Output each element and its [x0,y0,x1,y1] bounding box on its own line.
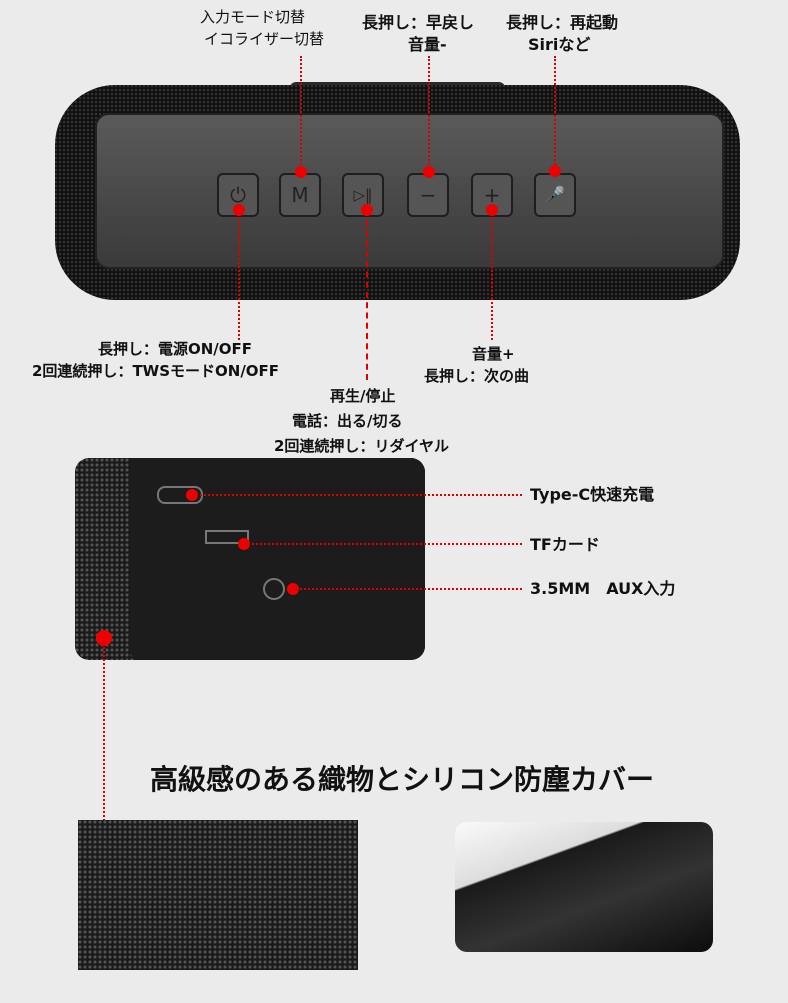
line-siri [554,56,556,172]
label-voldown-1: 長押し：早戻し [362,13,475,32]
label-play-1: 再生/停止 [330,387,396,405]
port-typec-label: Type-C快速充電 [530,485,655,504]
line-play [366,210,368,380]
control-panel [95,113,724,269]
fabric-closeup-photo [78,820,358,970]
label-siri-2: Siriなど [528,35,591,54]
dot-fabric [96,630,112,646]
label-volup-2: 長押し：次の曲 [424,367,530,385]
line-volup [491,210,493,340]
label-power-1: 長押し：電源ON/OFF [98,340,253,358]
dot-volup [486,204,498,216]
ports-photo [75,458,425,660]
power-button[interactable]: ⏻ [217,173,259,217]
volume-down-button[interactable]: − [407,173,449,217]
dot-mode [295,166,307,178]
label-voldown-2: 音量- [408,35,447,54]
dot-play [361,204,373,216]
line-aux [293,588,522,590]
dot-power [233,204,245,216]
line-fabric [103,640,105,825]
label-play-2: 電話：出る/切る [292,412,403,430]
dot-siri [549,165,561,177]
line-voldown [428,56,430,172]
line-power [238,210,240,340]
mic-button[interactable]: 🎤 [534,173,576,217]
label-mode-2: イコライザー切替 [204,30,325,48]
label-volup-1: 音量+ [472,345,515,363]
mode-button[interactable]: M [279,173,321,217]
label-play-3: 2回連続押し：リダイヤル [274,437,449,455]
line-tf [244,543,522,545]
label-siri-1: 長押し：再起動 [506,13,619,32]
port-aux-label: 3.5MM AUX入力 [530,579,676,598]
silicone-cover-photo [455,822,713,952]
label-power-2: 2回連続押し：TWSモードON/OFF [32,362,280,380]
dot-voldown [423,166,435,178]
line-typec [192,494,522,496]
label-mode-1: 入力モード切替 [200,8,306,26]
port-tf-label: TFカード [530,535,600,554]
fabric-heading: 高級感のある織物とシリコン防塵カバー [150,763,655,796]
line-mode [300,56,302,172]
